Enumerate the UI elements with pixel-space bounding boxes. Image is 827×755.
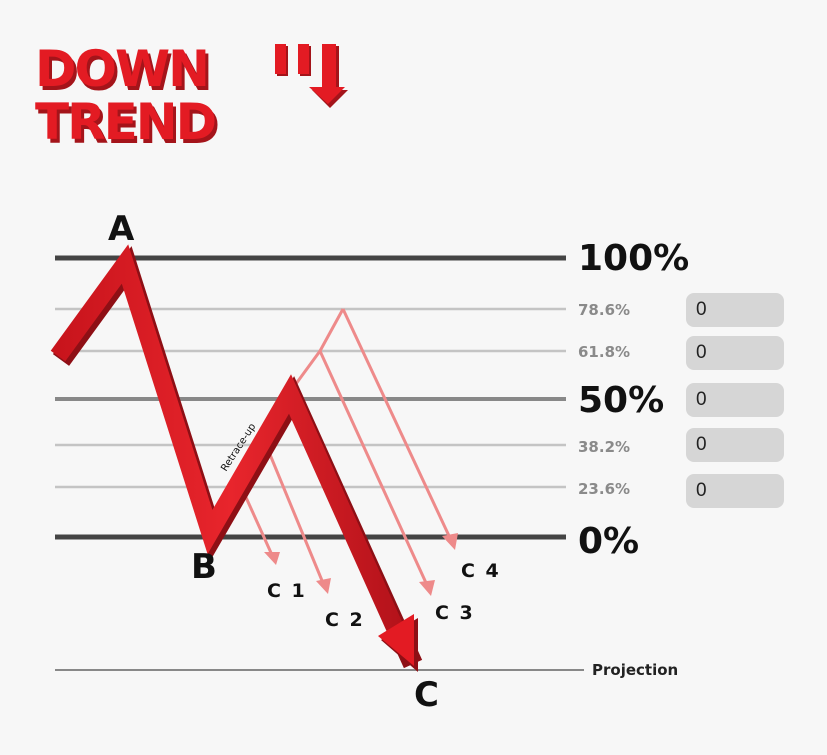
level-label-61-8: 61.8% (578, 343, 630, 361)
zigzag-shadow (52, 246, 423, 669)
point-label-a: A (108, 209, 135, 249)
projection-arrow-c4-head (442, 533, 458, 550)
projection-arrow-c3-head (419, 580, 435, 596)
projection-label-c3: C 3 (435, 602, 475, 624)
level-input-23-6[interactable] (686, 474, 784, 508)
level-input-38-2[interactable] (686, 428, 784, 462)
price-zigzag (50, 244, 423, 672)
projection-label-c4: C 4 (461, 560, 501, 582)
level-labels: 100% 78.6% 61.8% 50% 38.2% 23.6% 0% Proj… (578, 238, 689, 679)
level-lines (55, 255, 584, 671)
zigzag-arrowhead (378, 614, 414, 666)
level-input-61-8[interactable] (686, 336, 784, 370)
level-label-78-6: 78.6% (578, 301, 630, 319)
level-label-23-6: 23.6% (578, 480, 630, 498)
projection-label-c1: C 1 (267, 580, 307, 602)
projection-label-c2: C 2 (325, 609, 365, 631)
point-label-b: B (191, 547, 217, 587)
point-label-c: C (414, 675, 439, 715)
projection-arrow-c4-line (341, 308, 452, 539)
retrace-line-78-6 (318, 308, 345, 352)
level-input-50[interactable] (686, 383, 784, 417)
level-input-78-6[interactable] (686, 293, 784, 327)
projection-label: Projection (592, 661, 678, 679)
projection-arrows (233, 308, 458, 596)
projection-arrow-c3-line (318, 350, 429, 586)
title-line2-shadow: TREND (38, 97, 218, 155)
level-label-0: 0% (578, 521, 639, 562)
title: DOWN DOWN TREND TREND (35, 40, 348, 155)
level-label-50: 50% (578, 380, 664, 421)
projection-arrow-c2-line (262, 439, 325, 584)
down-arrows-icon (275, 44, 348, 108)
title-line1-shadow: DOWN (38, 44, 211, 102)
level-label-38-2: 38.2% (578, 438, 630, 456)
zigzag-path (50, 244, 413, 652)
projection-arrow-c2-head (316, 578, 331, 594)
projection-arrow-c1-head (264, 552, 280, 565)
title-line2: TREND (35, 93, 215, 151)
title-line1: DOWN (35, 40, 208, 98)
level-label-100: 100% (578, 238, 689, 279)
